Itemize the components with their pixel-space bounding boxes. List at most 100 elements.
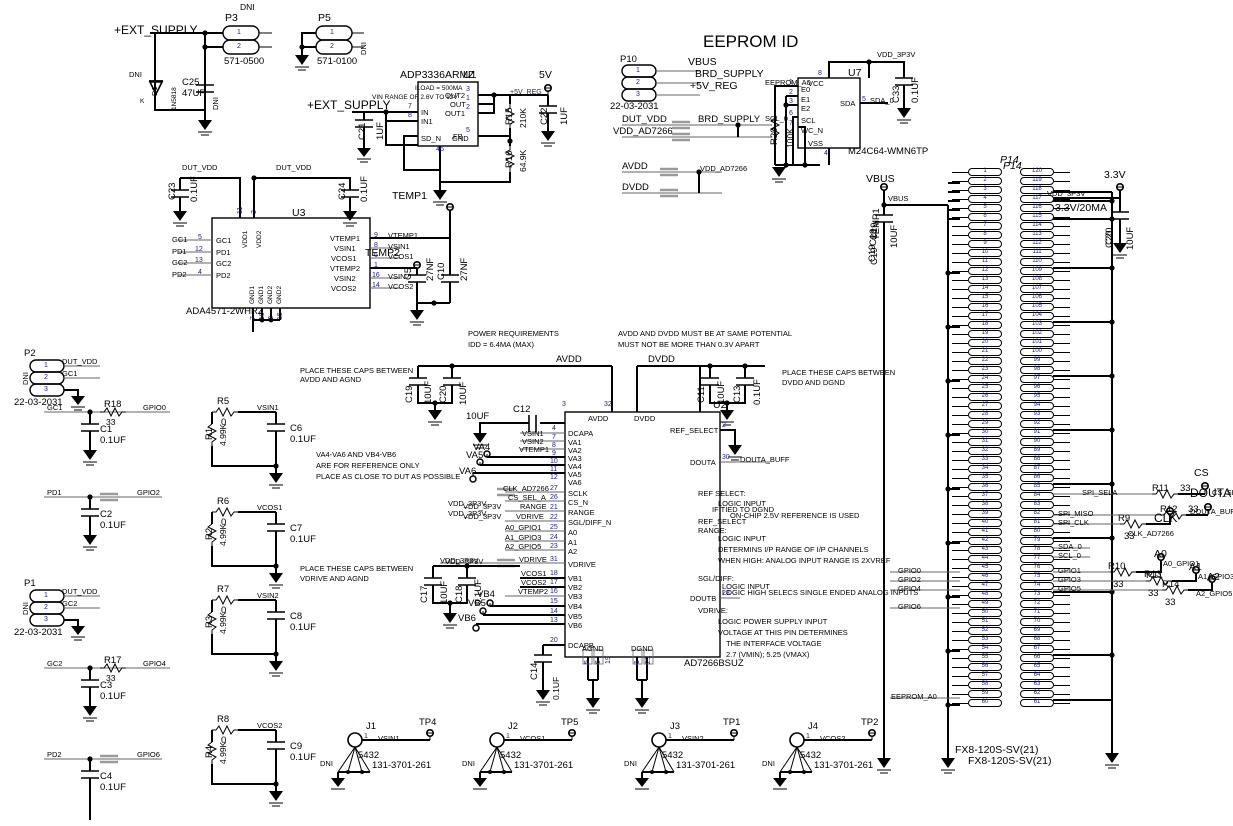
p14-left-pin-47[interactable]: 47 (968, 582, 1002, 590)
p14-left-pin-6[interactable]: 6 (968, 213, 1002, 221)
p14-left-pin-56[interactable]: 56 (968, 663, 1002, 671)
p14-right-pin-75[interactable]: 75 (1020, 573, 1054, 581)
p14-right-pin-96[interactable]: 96 (1020, 384, 1054, 392)
p14-right-pin-98[interactable]: 98 (1020, 366, 1054, 374)
p14-left-pin-19[interactable]: 19 (968, 330, 1002, 338)
p14-right-pin-62[interactable]: 62 (1020, 690, 1054, 698)
p14-left-pin-14[interactable]: 14 (968, 285, 1002, 293)
p14-left-pin-50[interactable]: 50 (968, 609, 1002, 617)
p14-left-pin-34[interactable]: 34 (968, 465, 1002, 473)
p14-right-pin-79[interactable]: 79 (1020, 537, 1054, 545)
p14-right-pin-76[interactable]: 76 (1020, 564, 1054, 572)
p14-right-pin-92[interactable]: 92 (1020, 420, 1054, 428)
p14-right-pin-118[interactable]: 118 (1020, 186, 1054, 194)
p14-left-pin-54[interactable]: 54 (968, 645, 1002, 653)
p14-left-pin-48[interactable]: 48 (968, 591, 1002, 599)
p14-left-pin-43[interactable]: 43 (968, 546, 1002, 554)
p14-left-pin-15[interactable]: 15 (968, 294, 1002, 302)
p14-right-pin-70[interactable]: 70 (1020, 618, 1054, 626)
p14-right-pin-73[interactable]: 73 (1020, 591, 1054, 599)
p14-left-pin-32[interactable]: 32 (968, 447, 1002, 455)
p14-left-pin-22[interactable]: 22 (968, 357, 1002, 365)
p14-right-pin-110[interactable]: 110 (1020, 258, 1054, 266)
p14-left-pin-31[interactable]: 31 (968, 438, 1002, 446)
p14-right-pin-68[interactable]: 68 (1020, 636, 1054, 644)
p14-right-pin-77[interactable]: 77 (1020, 555, 1054, 563)
p14-right-pin-114[interactable]: 114 (1020, 222, 1054, 230)
p14-right-pin-87[interactable]: 87 (1020, 465, 1054, 473)
p14-right-pin-66[interactable]: 66 (1020, 654, 1054, 662)
p14-right-pin-83[interactable]: 83 (1020, 501, 1054, 509)
p14-right-pin-64[interactable]: 64 (1020, 672, 1054, 680)
p14-right-pin-119[interactable]: 119 (1020, 177, 1054, 185)
p14-right-pin-80[interactable]: 80 (1020, 528, 1054, 536)
p14-right-pin-84[interactable]: 84 (1020, 492, 1054, 500)
p14-left-pin-26[interactable]: 26 (968, 393, 1002, 401)
p14-left-pin-25[interactable]: 25 (968, 384, 1002, 392)
p14-right-pin-102[interactable]: 102 (1020, 330, 1054, 338)
p14-left-pin-18[interactable]: 18 (968, 321, 1002, 329)
p14-left-pin-2[interactable]: 2 (968, 177, 1002, 185)
p14-left-pin-41[interactable]: 41 (968, 528, 1002, 536)
p14-right-pin-105[interactable]: 105 (1020, 303, 1054, 311)
p14-right-pin-67[interactable]: 67 (1020, 645, 1054, 653)
p14-left-pin-42[interactable]: 42 (968, 537, 1002, 545)
p14-right-pin-72[interactable]: 72 (1020, 600, 1054, 608)
p14-left-pin-37[interactable]: 37 (968, 492, 1002, 500)
p14-left-pin-38[interactable]: 38 (968, 501, 1002, 509)
p14-right-pin-78[interactable]: 78 (1020, 546, 1054, 554)
p14-right-pin-111[interactable]: 111 (1020, 249, 1054, 257)
p14-right-pin-101[interactable]: 101 (1020, 339, 1054, 347)
p14-right-pin-90[interactable]: 90 (1020, 438, 1054, 446)
p14-left-pin-27[interactable]: 27 (968, 402, 1002, 410)
p14-left-pin-45[interactable]: 45 (968, 564, 1002, 572)
p14-right-pin-97[interactable]: 97 (1020, 375, 1054, 383)
p14-left-pin-24[interactable]: 24 (968, 375, 1002, 383)
p14-left-pin-57[interactable]: 57 (968, 672, 1002, 680)
p14-left-pin-23[interactable]: 23 (968, 366, 1002, 374)
p14-right-pin-104[interactable]: 104 (1020, 312, 1054, 320)
p14-right-pin-81[interactable]: 81 (1020, 519, 1054, 527)
p14-left-pin-3[interactable]: 3 (968, 186, 1002, 194)
p14-left-pin-9[interactable]: 9 (968, 240, 1002, 248)
p14-right-pin-117[interactable]: 117 (1020, 195, 1054, 203)
p14-left-pin-39[interactable]: 39 (968, 510, 1002, 518)
p14-left-pin-53[interactable]: 53 (968, 636, 1002, 644)
p14-left-pin-30[interactable]: 30 (968, 429, 1002, 437)
p14-left-pin-36[interactable]: 36 (968, 483, 1002, 491)
p14-left-pin-59[interactable]: 59 (968, 690, 1002, 698)
p14-left-pin-33[interactable]: 33 (968, 456, 1002, 464)
p14-right-pin-113[interactable]: 113 (1020, 231, 1054, 239)
p14-left-pin-60[interactable]: 60 (968, 699, 1002, 707)
p14-right-pin-120[interactable]: 120 (1020, 168, 1054, 176)
p14-right-pin-103[interactable]: 103 (1020, 321, 1054, 329)
p14-left-pin-51[interactable]: 51 (968, 618, 1002, 626)
p14-right-pin-86[interactable]: 86 (1020, 474, 1054, 482)
p14-left-pin-13[interactable]: 13 (968, 276, 1002, 284)
p14-right-pin-88[interactable]: 88 (1020, 456, 1054, 464)
p14-right-pin-112[interactable]: 112 (1020, 240, 1054, 248)
p14-left-pin-55[interactable]: 55 (968, 654, 1002, 662)
p14-left-pin-28[interactable]: 28 (968, 411, 1002, 419)
p14-right-pin-109[interactable]: 109 (1020, 267, 1054, 275)
p14-left-pin-17[interactable]: 17 (968, 312, 1002, 320)
p14-left-pin-20[interactable]: 20 (968, 339, 1002, 347)
p14-right-pin-69[interactable]: 69 (1020, 627, 1054, 635)
p14-right-pin-74[interactable]: 74 (1020, 582, 1054, 590)
p14-right-pin-115[interactable]: 115 (1020, 213, 1054, 221)
p14-left-pin-16[interactable]: 16 (968, 303, 1002, 311)
p14-right-pin-100[interactable]: 100 (1020, 348, 1054, 356)
p14-left-pin-8[interactable]: 8 (968, 231, 1002, 239)
p14-left-pin-52[interactable]: 52 (968, 627, 1002, 635)
p14-left-pin-35[interactable]: 35 (968, 474, 1002, 482)
p14-right-pin-93[interactable]: 93 (1020, 411, 1054, 419)
p14-left-pin-11[interactable]: 11 (968, 258, 1002, 266)
p14-left-pin-12[interactable]: 12 (968, 267, 1002, 275)
p14-left-pin-10[interactable]: 10 (968, 249, 1002, 257)
p14-left-pin-5[interactable]: 5 (968, 204, 1002, 212)
p14-right-pin-89[interactable]: 89 (1020, 447, 1054, 455)
p14-left-pin-40[interactable]: 40 (968, 519, 1002, 527)
p14-right-pin-65[interactable]: 65 (1020, 663, 1054, 671)
p14-left-pin-58[interactable]: 58 (968, 681, 1002, 689)
p14-right-pin-61[interactable]: 61 (1020, 699, 1054, 707)
